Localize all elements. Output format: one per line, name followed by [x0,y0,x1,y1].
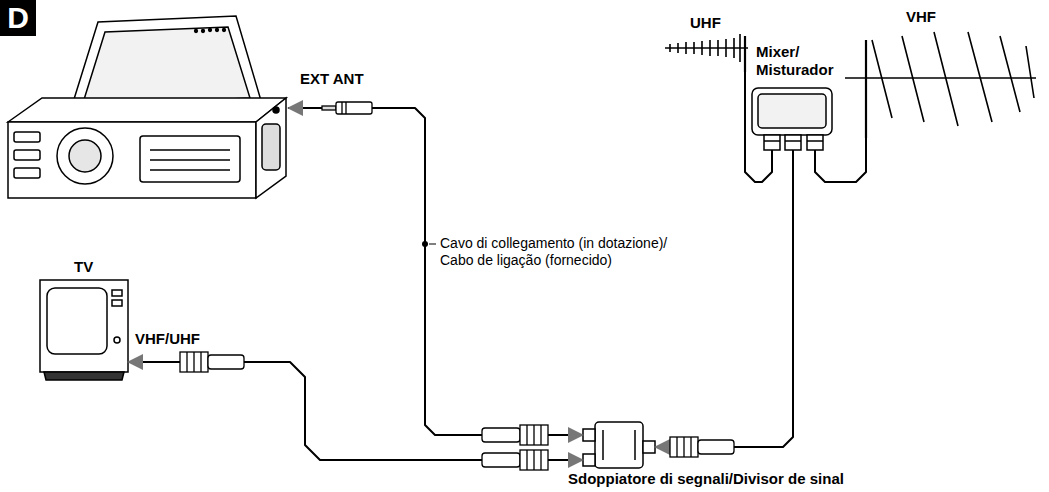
vhf-antenna [845,32,1036,138]
body-side [256,98,286,198]
cable [815,138,866,182]
figure-tag [0,0,36,36]
port [764,135,780,150]
indicator [216,29,219,32]
port [643,441,655,453]
body-top [8,98,286,122]
plug-pin [322,106,336,110]
body-front [8,122,256,198]
antenna-mixer: Mixer/ Misturador [752,88,832,150]
mixer-label: Mixer/ Misturador [756,43,848,79]
drum-core [69,140,101,172]
splitter-body [595,422,643,468]
elements [670,34,740,62]
plug-nut [180,352,208,372]
plug-body [482,453,520,467]
tv-control [112,300,122,306]
coax-plug [180,352,244,372]
cable [128,362,583,460]
antenna-jack [273,107,279,113]
boom [845,77,1036,79]
figure-letter: D [0,0,36,36]
splitter-label: Sdoppiatore di segnali/Divisor de sinal [568,470,844,488]
button [14,168,40,178]
tv-screen [47,288,107,354]
elements [872,32,1034,126]
signal-splitter: Sdoppiatore di segnali/Divisor de sinal [583,422,655,468]
indicator [195,30,198,33]
lid-panel [82,27,250,106]
coax-plug [670,437,734,457]
antenna-label: UHF [690,14,721,32]
indicator [202,30,205,33]
plug-ridge [677,437,691,457]
indicator [209,29,212,32]
port [583,454,595,466]
tv-control [112,290,122,296]
port [785,135,801,150]
plug-ridge [342,102,346,114]
button [14,150,40,160]
button [14,132,40,142]
tv-label: TV [74,258,93,276]
plug-ridge [527,450,541,470]
plug-nut [520,450,548,470]
uhf-antenna: UHF [660,14,752,72]
leader-line [429,244,436,245]
port [807,135,823,150]
port-ridge [764,140,823,142]
cassette-door [140,136,240,182]
plug-body [336,102,372,114]
cable [745,72,772,182]
vhf-antenna: VHF [838,8,1038,138]
mini-plug [322,102,372,114]
video-walkman: EXT ANT [5,20,288,200]
mixer-body [752,88,832,135]
tv-set: TV [40,280,128,380]
plug-body [482,428,520,442]
mast [744,36,746,72]
splitter-detail [603,430,635,460]
mast [865,40,867,138]
tv-cabinet [40,280,128,372]
cable-group [128,72,866,460]
video-walkman [8,16,286,198]
cable [288,108,583,435]
plug-body [698,440,734,454]
plug-nut [520,425,548,445]
plug-body [208,355,244,369]
signal-splitter [583,422,655,468]
port-label: VHF/UHF [135,330,200,348]
indicator [223,29,226,32]
cable-label: Cavo di collegamento (in dotazione)/ Cab… [440,235,690,269]
jack-label: EXT ANT [300,70,364,88]
drum [57,128,113,184]
plug-ridge [527,425,541,445]
tv-set [40,280,128,380]
antenna-label: VHF [906,8,936,26]
coax-plug [482,450,548,470]
cable [655,150,793,447]
uhf-antenna [665,34,748,72]
tv-base [44,372,124,380]
plug-nut [670,437,698,457]
port [583,429,595,441]
plug-ridge [187,352,201,372]
antenna-mixer [752,88,832,150]
door-lines [150,150,230,170]
tv-knob [114,337,120,343]
strap [262,124,280,170]
mixer-panel [758,94,826,128]
coax-plug [482,425,548,445]
